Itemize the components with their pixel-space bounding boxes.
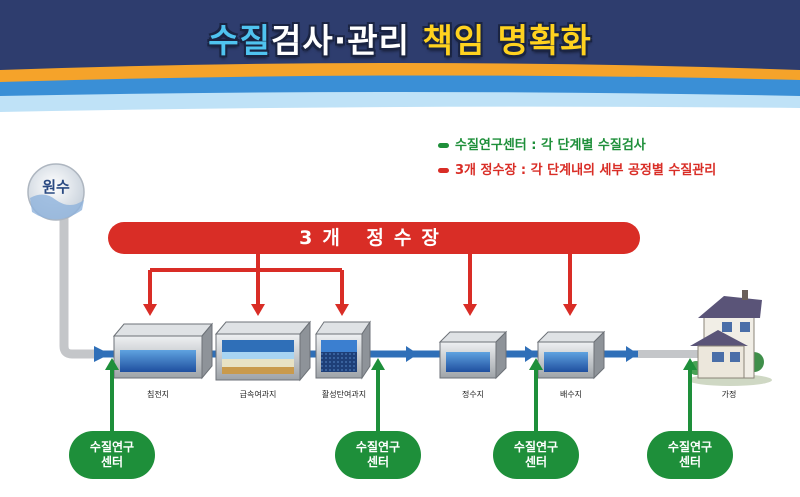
- plant-arrow: [563, 304, 577, 316]
- legend-item-plants: 3개 정수장 : 각 단계내의 세부 공정별 수질관리: [438, 159, 716, 178]
- lab-label-4: 수질연구 센터: [667, 440, 713, 469]
- lab-label-2: 수질연구 센터: [355, 440, 401, 469]
- flow-arrow: [525, 346, 537, 362]
- source-globe: [27, 163, 85, 221]
- lab-arrow: [371, 358, 385, 370]
- stage-label-activated-carbon: 활성탄여과지: [321, 390, 367, 399]
- title-part-white: 검사·관리: [270, 21, 410, 60]
- house-icon: [688, 290, 772, 386]
- plant-arrowheads: [143, 304, 577, 316]
- stage-label-home: 가정: [721, 390, 737, 399]
- stage-label-clear-well: 정수지: [461, 390, 485, 399]
- tank-clear-well: [438, 330, 508, 380]
- plant-arrow: [251, 304, 265, 316]
- legend-text-plants: 3개 정수장 : 각 단계내의 세부 공정별 수질관리: [455, 163, 717, 178]
- tank-activated-carbon: [315, 320, 371, 380]
- plant-arrow: [143, 304, 157, 316]
- lab-arrow: [683, 358, 697, 370]
- source-pipe: [59, 218, 96, 359]
- lab-arrowheads: [105, 358, 697, 370]
- source-label: 원수: [42, 178, 70, 196]
- stage-label-sedimentation: 침전지: [146, 390, 170, 399]
- flow-arrow: [626, 346, 638, 362]
- lab-arrow: [105, 358, 119, 370]
- legend-marker-green: [438, 143, 449, 148]
- flow-arrow: [406, 346, 418, 362]
- plant-connectors: [148, 254, 572, 306]
- tank-distribution-reservoir: [536, 330, 606, 380]
- title-part-blue: 수질: [208, 21, 271, 60]
- header-banner: [0, 0, 800, 112]
- lab-connectors: [110, 368, 692, 431]
- legend-marker-red: [438, 168, 449, 173]
- stage-label-rapid-filter: 급속여과지: [239, 390, 277, 399]
- flow-arrow: [94, 346, 110, 362]
- stage-label-reservoir: 배수지: [559, 390, 583, 399]
- legend-item-lab: 수질연구센터 : 각 단계별 수질검사: [438, 134, 646, 153]
- lab-label-3: 수질연구 센터: [513, 440, 559, 469]
- title-part-yellow: 책임 명확화: [422, 21, 592, 60]
- legend-text-lab: 수질연구센터 : 각 단계별 수질검사: [455, 138, 646, 153]
- lab-arrow: [529, 358, 543, 370]
- lab-label-1: 수질연구 센터: [89, 440, 135, 469]
- tank-rapid-filter: [214, 320, 312, 382]
- plants-bar-shape: [108, 222, 640, 254]
- plants-bar-label: 3개 정수장: [299, 227, 449, 249]
- plant-arrow: [463, 304, 477, 316]
- page-title: 수질검사·관리 책임 명확화: [0, 14, 800, 62]
- lab-pills: [69, 431, 733, 479]
- plant-arrow: [335, 304, 349, 316]
- tank-sedimentation: [112, 322, 214, 380]
